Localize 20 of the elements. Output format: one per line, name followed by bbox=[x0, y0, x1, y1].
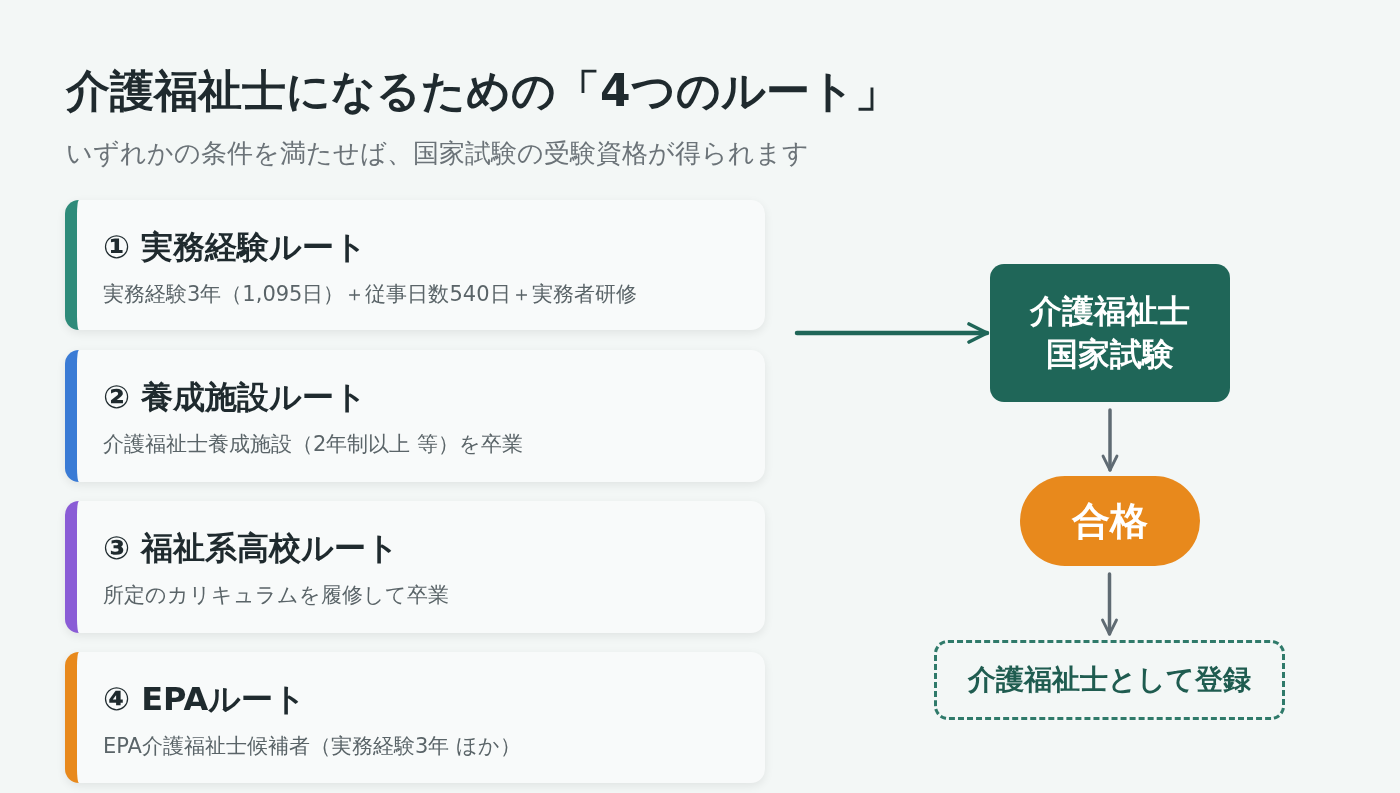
card-text: EPA介護福祉士候補者（実務経験3年 ほか） bbox=[103, 733, 521, 760]
route-card bbox=[65, 200, 765, 330]
card-heading: ④ EPAルート bbox=[103, 679, 307, 720]
arrow bbox=[1101, 408, 1119, 472]
route-card bbox=[65, 652, 765, 783]
subtitle: いずれかの条件を満たせば、国家試験の受験資格が得られます bbox=[66, 137, 809, 170]
route-card bbox=[65, 350, 765, 482]
title: 介護福祉士になるための「4つのルート」 bbox=[66, 64, 899, 118]
arrow bbox=[794, 322, 990, 344]
result-pill: 合格 bbox=[1020, 476, 1200, 566]
exam-box: 介護福祉士国家試験 bbox=[990, 264, 1230, 402]
card-heading: ① 実務経験ルート bbox=[103, 227, 368, 268]
card-heading: ② 養成施設ルート bbox=[103, 377, 368, 418]
card-text: 介護福祉士養成施設（2年制以上 等）を卒業 bbox=[103, 431, 524, 458]
card-text: 所定のカリキュラムを履修して卒業 bbox=[103, 582, 449, 609]
arrow bbox=[1101, 572, 1118, 636]
card-text: 実務経験3年（1,095日）＋従事日数540日＋実務者研修 bbox=[103, 281, 637, 308]
card-heading: ③ 福祉系高校ルート bbox=[103, 528, 400, 569]
route-card bbox=[65, 501, 765, 633]
registration-box: 介護福祉士として登録 bbox=[934, 640, 1285, 720]
